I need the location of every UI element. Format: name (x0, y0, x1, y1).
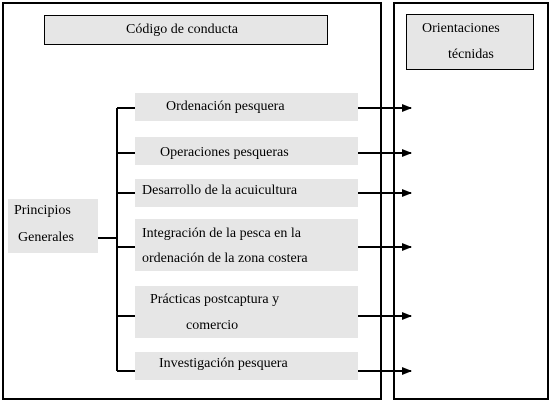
item-label: Investigación pesquera (159, 356, 288, 371)
code-of-conduct-title: Código de conducta (126, 22, 238, 37)
code-of-conduct-title-box: Código de conducta (44, 15, 328, 45)
item-label: Operaciones pesqueras (160, 145, 289, 160)
item-label: Ordenación pesquera (166, 99, 285, 114)
general-principles-line-1: Principios (14, 203, 71, 218)
technical-guidelines-line-1: Orientaciones (422, 21, 500, 36)
item-label-line-2: ordenación de la zona costera (142, 251, 308, 266)
general-principles-line-2: Generales (18, 230, 74, 245)
item-box-fisheries-management: Ordenación pesquera (135, 93, 358, 121)
technical-guidelines-frame (393, 2, 549, 400)
item-box-fisheries-research: Investigación pesquera (135, 352, 358, 380)
item-label-line-2: comercio (186, 318, 239, 333)
item-box-post-harvest-trade: Prácticas postcaptura y comercio (135, 286, 358, 338)
item-box-aquaculture-development: Desarrollo de la acuicultura (135, 179, 358, 207)
general-principles-box: Principios Generales (8, 199, 98, 253)
item-box-fishing-operations: Operaciones pesqueras (135, 137, 358, 165)
item-label-line-1: Integración de la pesca en la (142, 226, 301, 241)
code-of-conduct-frame (2, 2, 382, 400)
item-label: Desarrollo de la acuicultura (142, 183, 298, 198)
technical-guidelines-box: Orientaciones técnidas (406, 14, 534, 70)
item-box-coastal-integration: Integración de la pesca en la ordenación… (135, 219, 358, 271)
item-label-line-1: Prácticas postcaptura y (150, 292, 280, 307)
technical-guidelines-line-2: técnidas (448, 47, 494, 62)
